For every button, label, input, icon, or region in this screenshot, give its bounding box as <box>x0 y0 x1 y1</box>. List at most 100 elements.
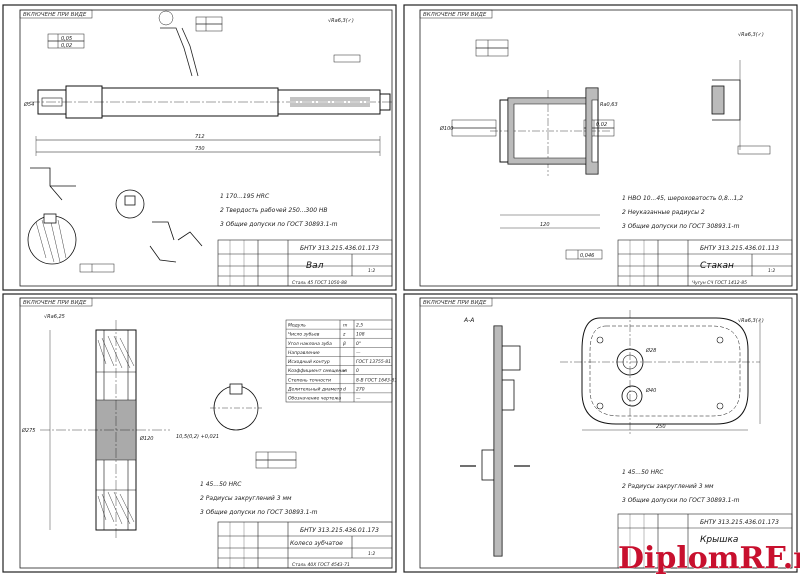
table-cell-param: Направление <box>288 350 320 356</box>
dim-bore-1: Ø28 <box>645 347 656 354</box>
cover-front-view <box>560 310 761 436</box>
note-3: 3 Общие допуски по ГОСТ 30893.1-m <box>622 223 740 230</box>
groove-detail <box>160 27 199 77</box>
table-cell-symbol: z <box>342 333 346 338</box>
dim-diameter-outer: Ø275 <box>21 427 35 434</box>
sheet-gear: ВКЛЮЧЕНЕ ПРИ ВИДЕ √Ra6,25 Ø275 Ø120 10,5… <box>2 293 397 573</box>
section-label: А-А <box>463 317 474 324</box>
table-cell-param: Коэффициент смещения <box>288 368 347 374</box>
drawing-title: Крышка <box>700 535 738 545</box>
table-cell-value: 270 <box>356 386 365 392</box>
tolerance-frame <box>79 263 115 273</box>
table-cell-symbol: d <box>343 386 346 392</box>
tol-value-1: 0,02 <box>596 122 607 128</box>
sheet-cup: ВКЛЮЧЕНЕ ПРИ ВИДЕ √Ra6,3(✓) 0,02 0,046 <box>403 4 798 291</box>
drawing-code: БНТУ 313.215.436.01.173 <box>300 245 379 252</box>
note-1: 1 170...195 HRC <box>220 193 270 200</box>
cover-side-section <box>460 325 530 557</box>
dim-diameter-1: Ø100 <box>439 125 453 132</box>
sheet-stamp: ВКЛЮЧЕНЕ ПРИ ВИДЕ <box>23 12 87 18</box>
roughness-mark: √Ra6,3(✓) <box>738 32 764 38</box>
note-2: 2 Радиусы закруглений 3 мм <box>622 483 714 490</box>
tol-value-1: 0,05 <box>61 36 72 42</box>
tolerance-frame <box>451 39 771 260</box>
table-cell-value: 0 <box>356 368 359 374</box>
gear-section <box>40 320 170 540</box>
table-cell-param: Число зубьев <box>288 332 320 338</box>
table-cell-symbol: x <box>342 369 346 374</box>
detail-view <box>711 60 741 150</box>
table-cell-symbol: β <box>343 341 346 347</box>
note-1: 1 45...50 HRC <box>200 481 242 488</box>
sheet-stamp: ВКЛЮЧЕНЕ ПРИ ВИДЕ <box>423 12 487 18</box>
dim-bore-2: Ø40 <box>645 387 656 394</box>
table-cell-value: 108 <box>356 332 365 338</box>
drawing-scale: 1:2 <box>768 268 775 274</box>
watermark-text: DiplomRF.ru <box>618 541 800 576</box>
note-3: 3 Общие допуски по ГОСТ 30893.1-m <box>220 221 338 228</box>
note-1: 1 45...50 HRC <box>622 469 664 476</box>
roughness-mark: √Ra6,3(✓) <box>738 318 764 324</box>
tol-value-2: 0,02 <box>61 43 72 49</box>
note-2: 2 Неуказанные радиусы 2 <box>622 209 705 216</box>
section-detail <box>27 167 203 265</box>
drawing-code: БНТУ 313.215.436.01.173 <box>300 527 379 534</box>
table-cell-value: — <box>356 351 361 356</box>
roughness-mark: √Ra6,25 <box>44 314 65 320</box>
table-cell-value: 2,5 <box>356 323 363 329</box>
table-cell-param: Модуль <box>288 323 306 329</box>
table-cell-value: — <box>356 397 361 402</box>
table-cell-param: Угол наклона зуба <box>288 341 332 347</box>
roughness-mark: √Ra6,3(✓) <box>328 18 354 24</box>
sheet-stamp: ВКЛЮЧЕНЕ ПРИ ВИДЕ <box>423 300 487 306</box>
shaft-view <box>30 85 392 156</box>
keyway-detail <box>210 383 262 431</box>
watermark-logo: DiplomRF.ru <box>618 541 800 577</box>
dim-length-2: 730 <box>195 146 205 152</box>
drawing-title: Вал <box>306 261 324 271</box>
sheet-stamp: ВКЛЮЧЕНЕ ПРИ ВИДЕ <box>23 300 87 306</box>
table-cell-value: 8-В ГОСТ 1643-81 <box>356 377 397 383</box>
drawing-code: БНТУ 313.215.436.01.173 <box>700 519 779 526</box>
title-block <box>617 239 793 287</box>
note-2: 2 Твердость рабочей 250...300 НВ <box>220 207 328 214</box>
dim-keyway: 10,5(0,2) +0,021 <box>176 434 219 440</box>
title-block <box>217 239 393 287</box>
table-cell-value: ГОСТ 13755-81 <box>356 359 391 365</box>
dim-length-1: 712 <box>195 134 205 140</box>
cup-section <box>490 87 610 229</box>
note-3: 3 Общие допуски по ГОСТ 30893.1-m <box>200 509 318 516</box>
dim-width: 250 <box>656 424 666 430</box>
drawing-material: Сталь 40Х ГОСТ 4543-71 <box>292 562 350 568</box>
drawing-title: Стакан <box>700 261 734 271</box>
table-cell-param: Исходный контур <box>288 359 330 365</box>
title-block <box>617 513 793 569</box>
dim-length: 120 <box>540 222 550 228</box>
drawing-material: Сталь 45 ГОСТ 1050-88 <box>292 280 347 286</box>
dim-diameter-hub: Ø120 <box>139 435 153 442</box>
drawing-code: БНТУ 313.215.436.01.113 <box>700 245 779 252</box>
table-cell-param: Степень точности <box>288 377 331 383</box>
tolerance-frame <box>47 16 361 63</box>
drawing-scale: 1:2 <box>368 268 375 274</box>
gear-parameter-table <box>285 319 393 403</box>
drawing-title: Колесо зубчатое <box>290 540 343 547</box>
sheet-cover: ВКЛЮЧЕНЕ ПРИ ВИДЕ √Ra6,3(✓) А-А <box>403 293 798 573</box>
note-3: 3 Общие допуски по ГОСТ 30893.1-m <box>622 497 740 504</box>
table-cell-value: 0° <box>356 341 361 347</box>
drawing-material: Чугун СЧ ГОСТ 1412-85 <box>692 280 747 286</box>
tolerance-frame <box>255 451 297 469</box>
table-cell-param: Делительный диаметр <box>287 386 342 392</box>
note-1: 1 НВО 10...45, шероховатость 0,8...1,2 <box>622 195 743 202</box>
sheet-shaft: ВКЛЮЧЕНЕ ПРИ ВИДЕ √Ra6,3(✓) 0,05 0,02 <box>2 4 397 291</box>
dim-diameter-1: Ø54 <box>23 101 34 108</box>
drawing-scale: 1:2 <box>368 551 375 557</box>
tol-value-2: 0,046 <box>580 253 594 259</box>
table-cell-symbol: m <box>343 324 348 329</box>
title-block <box>217 521 393 569</box>
dim-roughness: Ra0,63 <box>600 102 618 108</box>
note-2: 2 Радиусы закруглений 3 мм <box>200 495 292 502</box>
table-cell-param: Обозначение чертежа <box>288 396 341 402</box>
